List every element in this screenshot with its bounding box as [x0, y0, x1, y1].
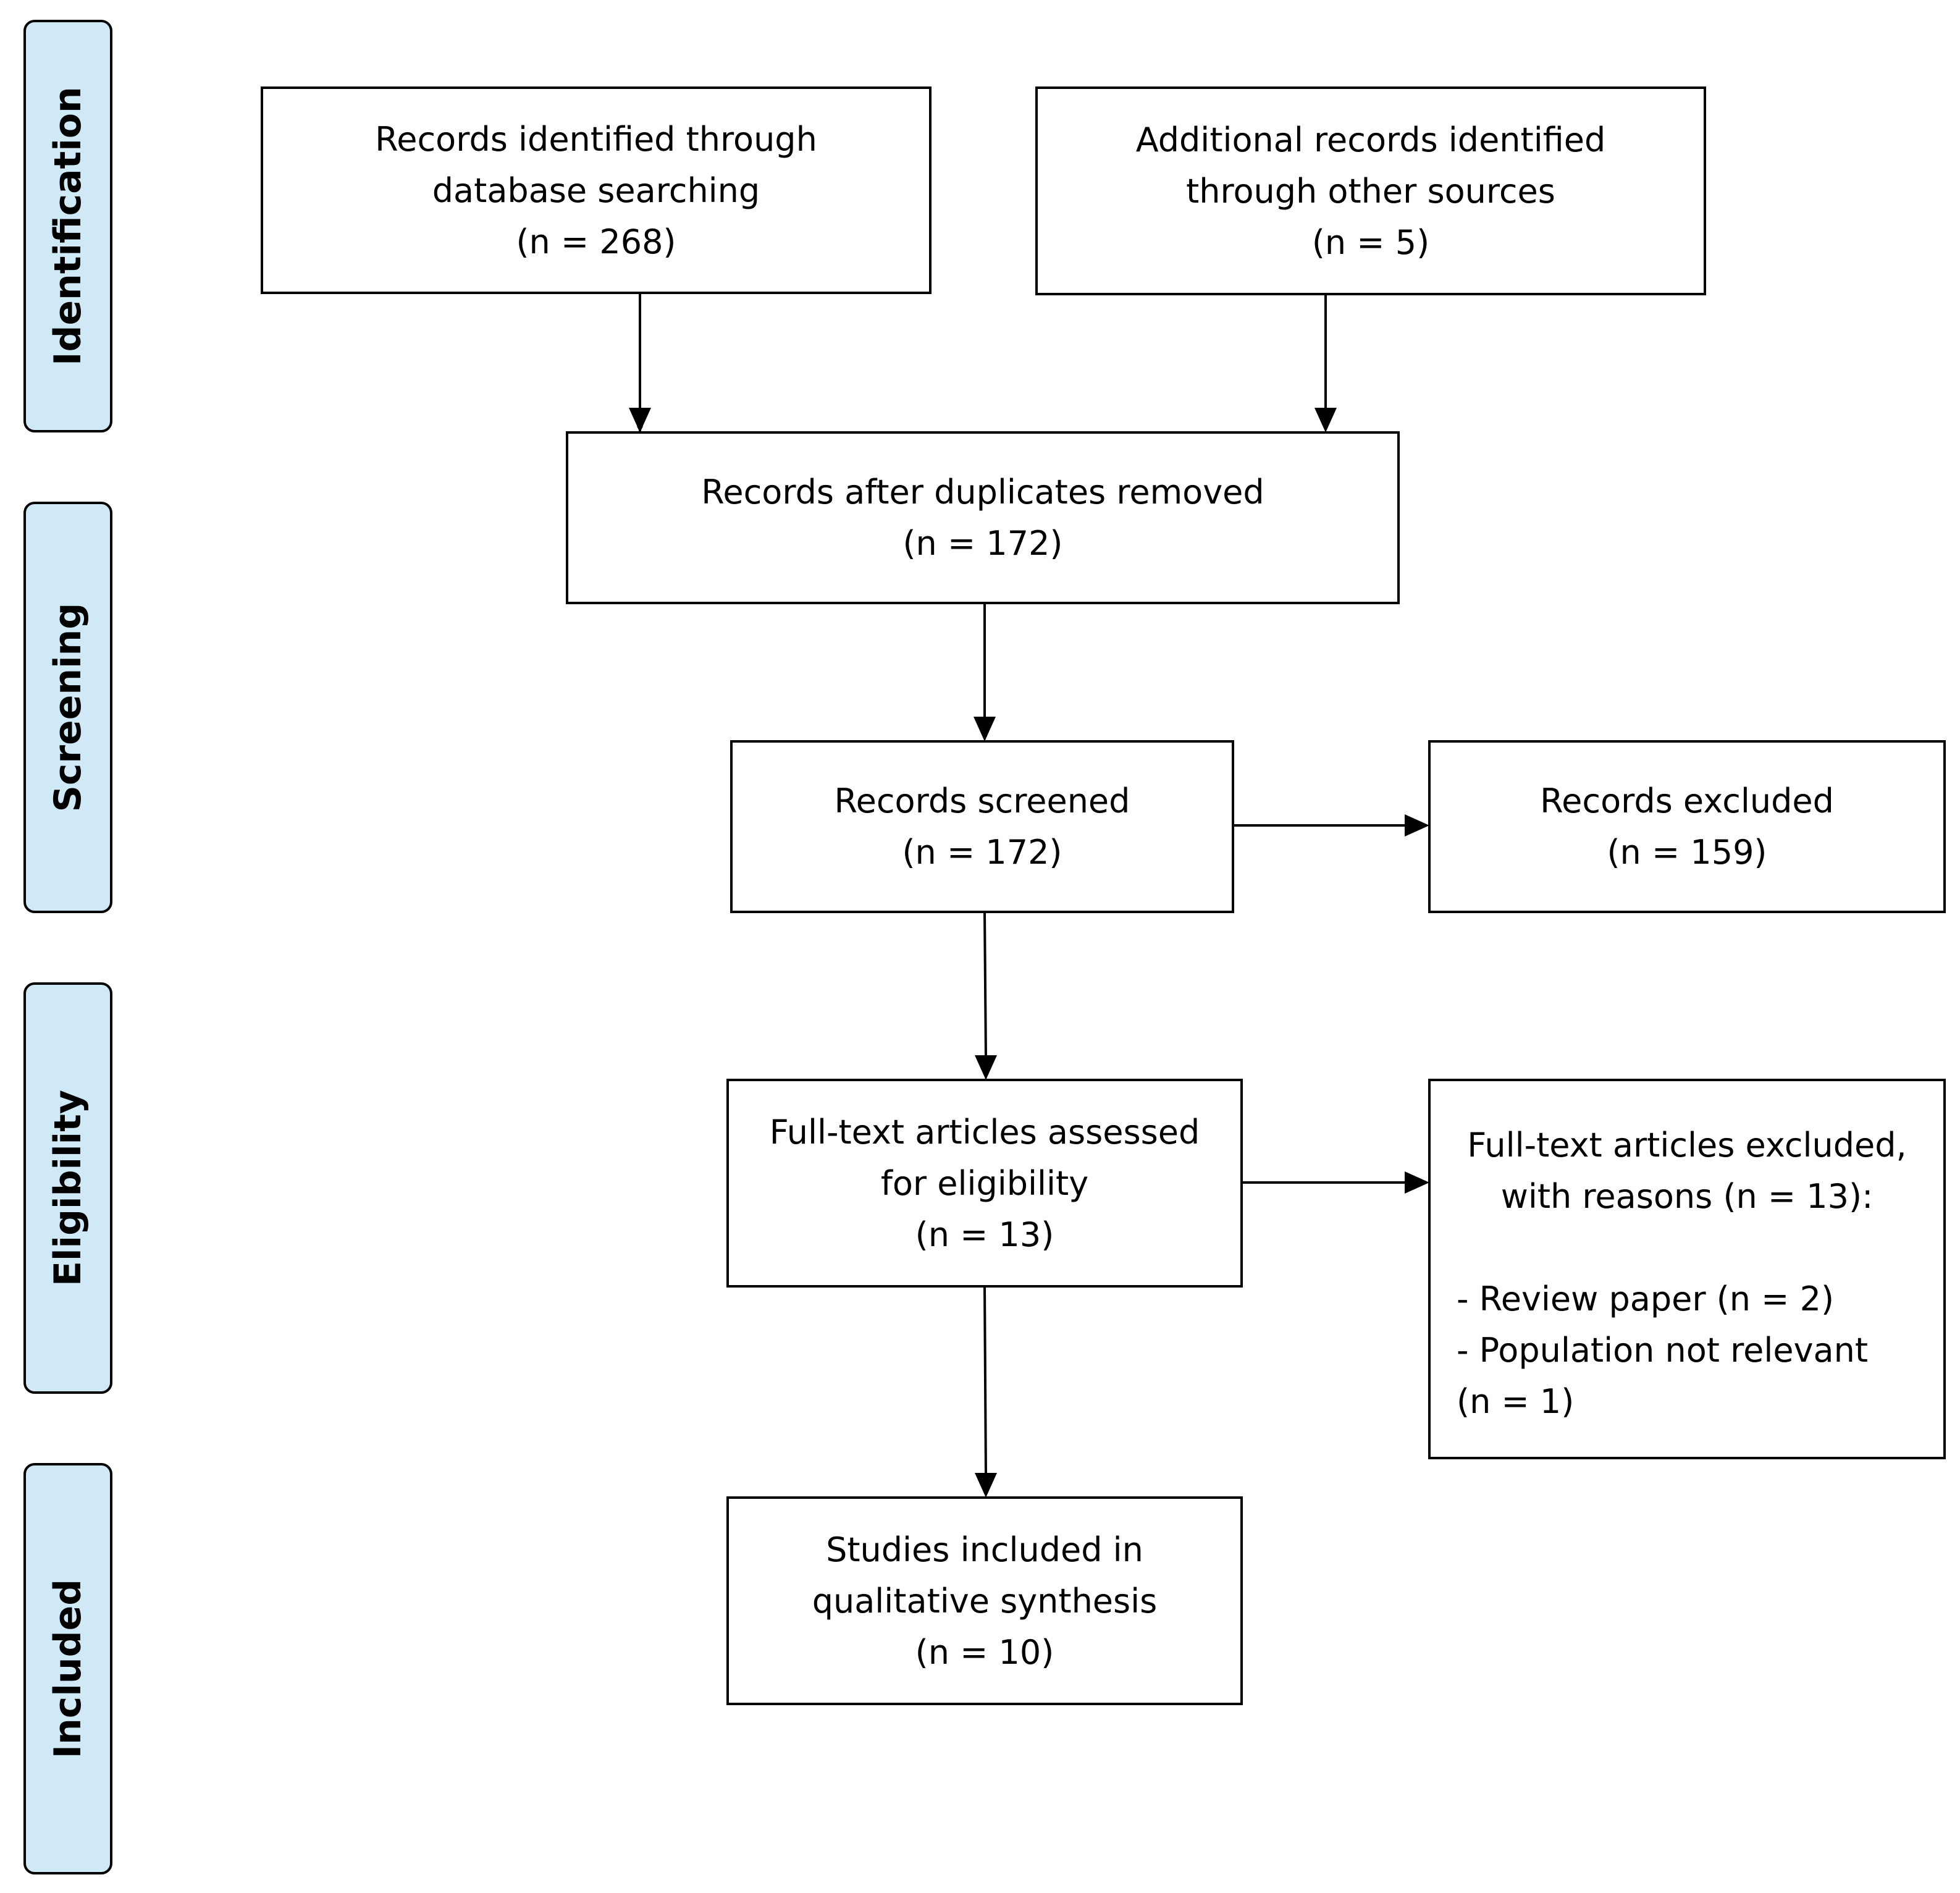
arrowhead-other [1314, 408, 1337, 432]
box-records-excluded-text: Records excluded (n = 159) [1540, 782, 1834, 872]
arrowhead-database [629, 408, 651, 432]
arrowhead-screened-to-fulltext [975, 1055, 997, 1080]
box-other-records: Additional records identified through ot… [1035, 86, 1706, 295]
arrowhead-duplicates [974, 717, 996, 741]
box-records-excluded: Records excluded (n = 159) [1428, 740, 1946, 913]
arrow-screened-to-fulltext [983, 913, 987, 1058]
stage-eligibility: Eligibility [23, 982, 112, 1394]
box-fulltext-excluded: Full-text articles excluded, with reason… [1428, 1079, 1946, 1459]
box-records-screened-text: Records screened (n = 172) [834, 782, 1130, 872]
stage-screening: Screening [23, 502, 112, 913]
stage-identification: Identification [23, 20, 112, 432]
box-fulltext-excluded-reasons: - Review paper (n = 2) - Population not … [1457, 1280, 1869, 1421]
box-included-studies: Studies included in qualitative synthesi… [726, 1496, 1243, 1705]
arrowhead-screened-to-excluded [1405, 814, 1429, 837]
box-database-records-text: Records identified through database sear… [375, 119, 817, 261]
arrowhead-fulltext-to-included [975, 1473, 997, 1498]
arrow-fulltext-to-included [983, 1287, 987, 1476]
box-fulltext-assessed: Full-text articles assessed for eligibil… [726, 1079, 1243, 1288]
box-included-studies-text: Studies included in qualitative synthesi… [812, 1530, 1158, 1672]
box-after-duplicates-text: Records after duplicates removed (n = 17… [701, 473, 1264, 563]
box-fulltext-assessed-text: Full-text articles assessed for eligibil… [769, 1112, 1200, 1254]
box-after-duplicates: Records after duplicates removed (n = 17… [566, 431, 1400, 604]
arrowhead-fulltext-to-excluded [1405, 1171, 1429, 1194]
box-fulltext-excluded-heading: Full-text articles excluded, with reason… [1467, 1126, 1907, 1216]
box-database-records: Records identified through database sear… [261, 86, 932, 294]
stage-included: Included [23, 1463, 112, 1874]
box-other-records-text: Additional records identified through ot… [1135, 120, 1606, 262]
box-records-screened: Records screened (n = 172) [730, 740, 1234, 913]
